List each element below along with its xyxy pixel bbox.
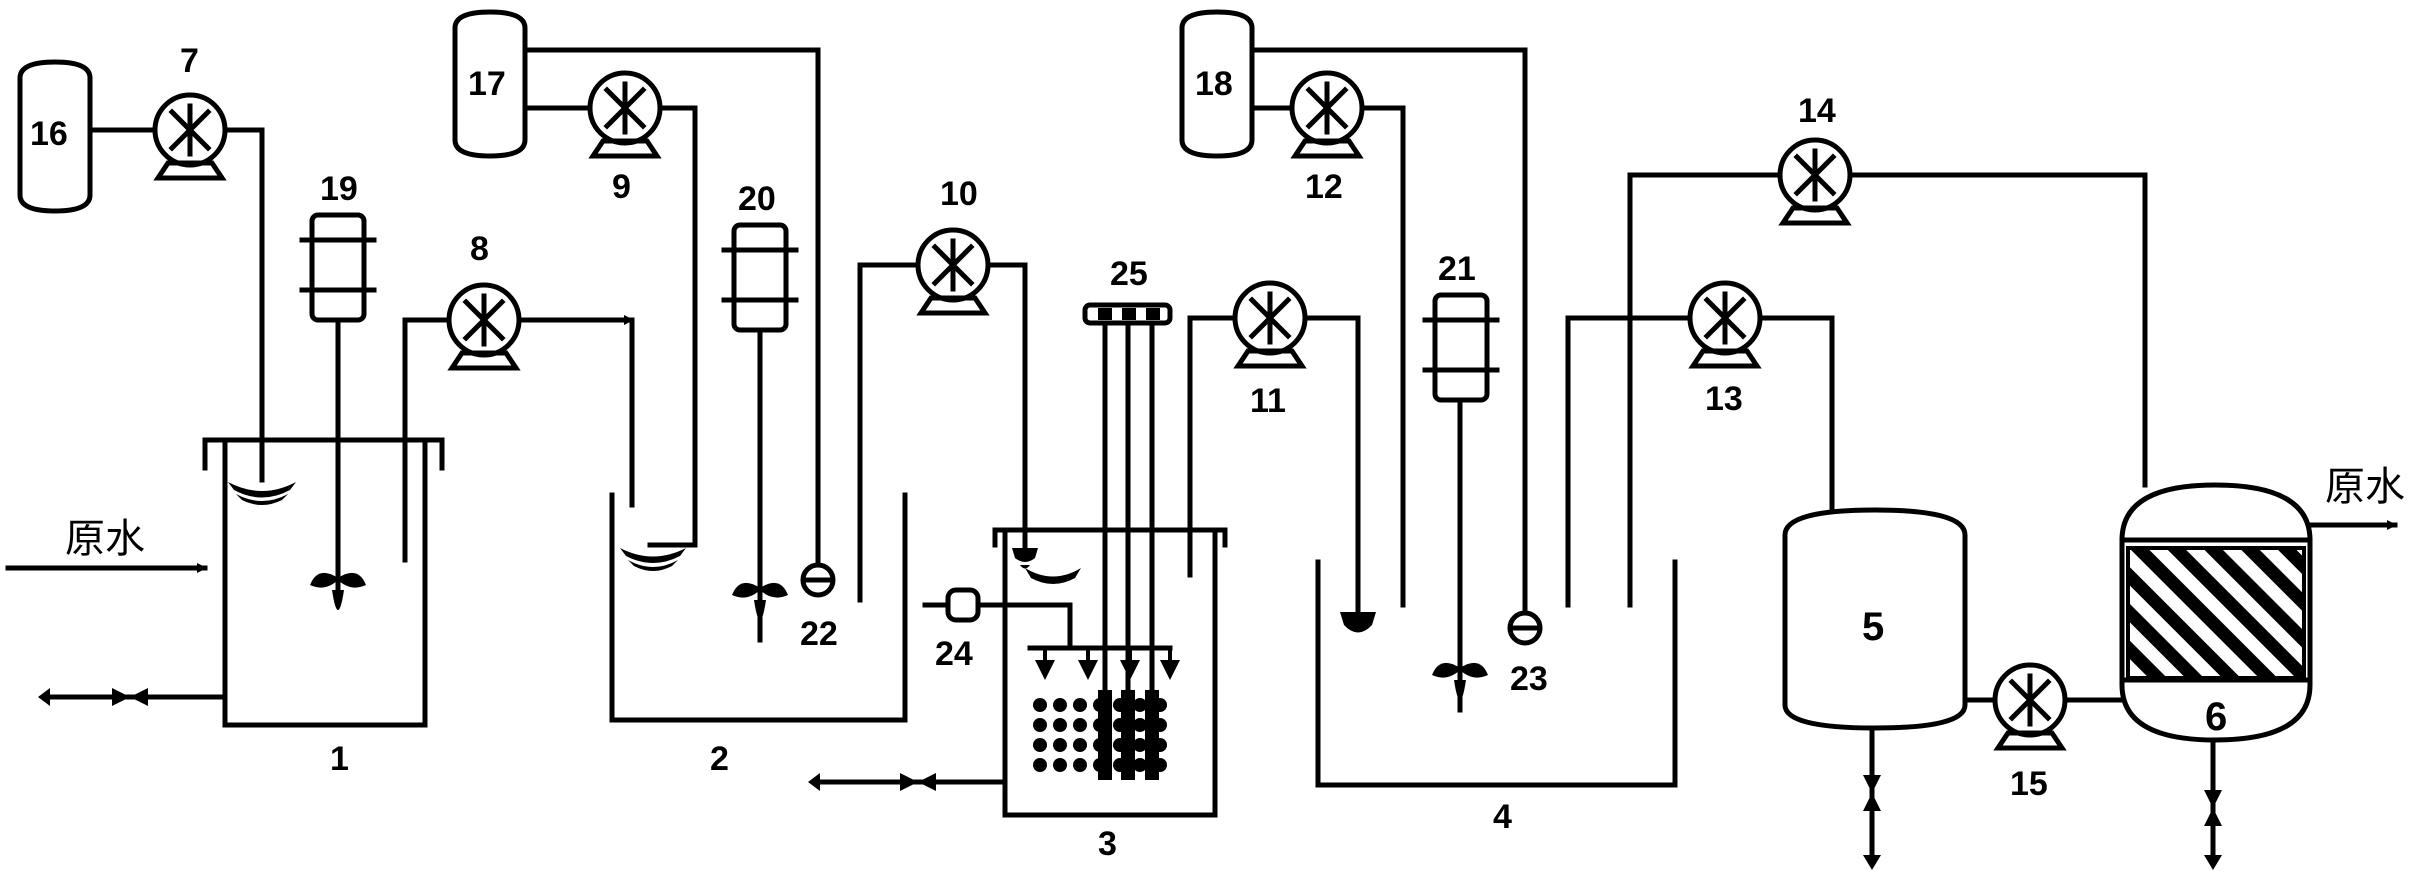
drum-16	[17, 59, 158, 214]
probe-23-label: 23	[1510, 660, 1548, 698]
drum-17	[452, 9, 821, 159]
pump-14-icon	[1777, 137, 2148, 488]
pump-9-icon	[587, 70, 698, 159]
pump-10-icon	[915, 227, 1028, 551]
filter-6-label: 6	[2205, 695, 2227, 739]
drum-18-label: 18	[1195, 65, 1233, 103]
pump-11-label: 11	[1250, 382, 1286, 420]
pump-8-label: 8	[470, 230, 489, 268]
pump-12-label: 12	[1305, 168, 1343, 206]
drum-18	[1179, 9, 1528, 159]
tank-4	[1315, 47, 1783, 788]
probe-22-label: 22	[800, 615, 838, 653]
tank-2	[609, 47, 921, 723]
vessel-5-label: 5	[1862, 605, 1884, 649]
vessel-5	[1782, 507, 1998, 870]
pump-11-icon	[1232, 280, 1361, 613]
filter-6	[2119, 482, 2398, 870]
drum-17-label: 17	[468, 65, 506, 103]
motor-21-label: 21	[1438, 250, 1476, 288]
blower-24-label: 24	[935, 635, 973, 673]
tank-1-label: 1	[330, 740, 349, 778]
blower-24-icon	[922, 587, 993, 623]
electrode-25-label: 25	[1110, 255, 1148, 293]
pump-7-icon	[152, 92, 265, 443]
tank-3	[808, 302, 1238, 818]
motor-19-icon	[299, 212, 377, 323]
pump-14-label: 14	[1798, 92, 1836, 130]
pump-7-label: 7	[180, 42, 199, 80]
raw-water-in-label: 原水	[65, 516, 145, 562]
pump-12-icon	[1289, 70, 1406, 159]
pump-13-label: 13	[1705, 380, 1743, 418]
pump-15-icon	[1992, 662, 2125, 751]
motor-21-icon	[1422, 292, 1500, 403]
tank-4-label: 4	[1493, 798, 1512, 836]
pump-9-label: 9	[612, 168, 631, 206]
motor-19-label: 19	[320, 170, 358, 208]
motor-20-icon	[721, 222, 799, 333]
drum-16-label: 16	[30, 115, 68, 153]
tank-1	[5, 127, 445, 728]
pump-15-label: 15	[2010, 765, 2048, 803]
tank-3-label: 3	[1098, 825, 1117, 863]
raw-water-out-label: 原水	[2325, 464, 2405, 510]
pump-8-icon	[402, 282, 635, 508]
motor-20-label: 20	[738, 180, 776, 218]
pump-10-label: 10	[940, 175, 978, 213]
tank-2-label: 2	[710, 740, 729, 778]
pump-13-icon	[1687, 280, 1835, 513]
